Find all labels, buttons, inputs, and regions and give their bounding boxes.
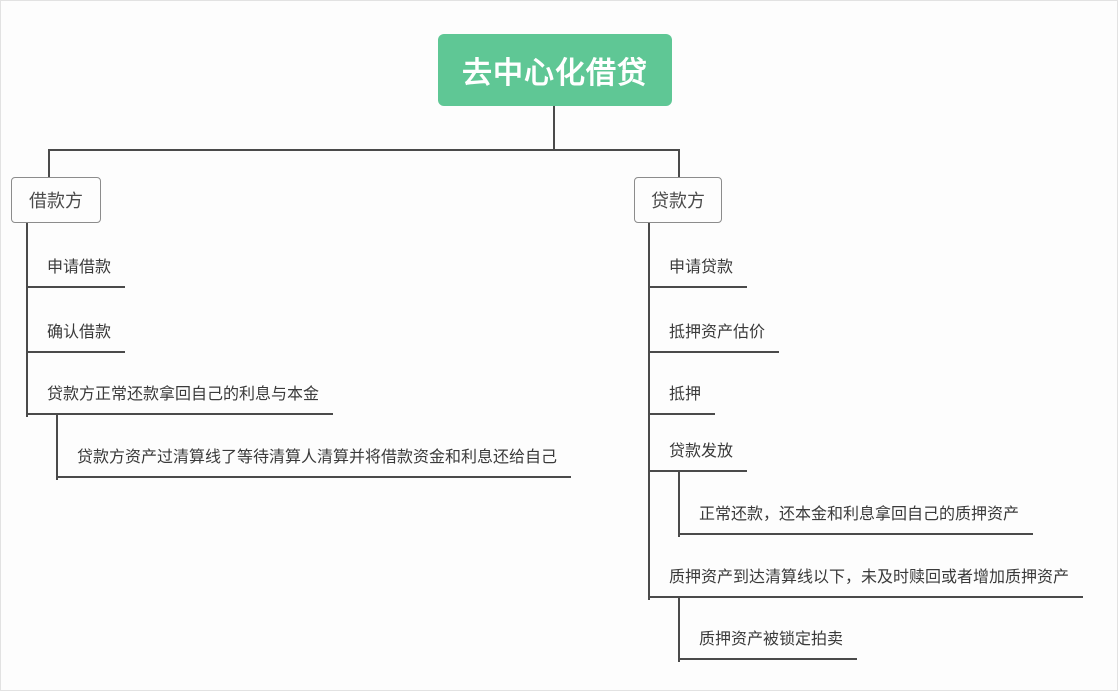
subtopic-node[interactable]: 确认借款 [26,322,126,353]
connector-root-drop [553,106,555,149]
connector-lender-sub-spine-1 [678,472,680,537]
connector-lender-drop [678,149,680,177]
subtopic-node[interactable]: 申请借款 [26,257,126,288]
subtopic-node[interactable]: 抵押资产估价 [648,322,780,353]
connector-borrower-drop [48,149,50,177]
connector-lender-spine [648,223,650,600]
subtopic-node[interactable]: 贷款发放 [648,441,748,472]
subtopic-node[interactable]: 申请贷款 [648,257,748,288]
branch-topic-lender[interactable]: 贷款方 [634,177,722,223]
subtopic-node[interactable]: 贷款方正常还款拿回自己的利息与本金 [26,384,334,415]
branch-topic-borrower[interactable]: 借款方 [11,177,101,223]
connector-borrower-spine [26,223,28,417]
subtopic-node[interactable]: 质押资产被锁定拍卖 [678,629,858,660]
subtopic-node[interactable]: 质押资产到达清算线以下，未及时赎回或者增加质押资产 [648,567,1084,598]
subtopic-node[interactable]: 正常还款，还本金和利息拿回自己的质押资产 [678,504,1034,535]
connector-borrower-sub-spine [56,415,58,480]
subtopic-node[interactable]: 贷款方资产过清算线了等待清算人清算并将借款资金和利息还给自己 [56,447,572,478]
root-topic[interactable]: 去中心化借贷 [438,34,672,106]
subtopic-node[interactable]: 抵押 [648,384,716,415]
connector-lender-sub-spine-2 [678,598,680,662]
connector-top-horizontal [48,149,680,151]
